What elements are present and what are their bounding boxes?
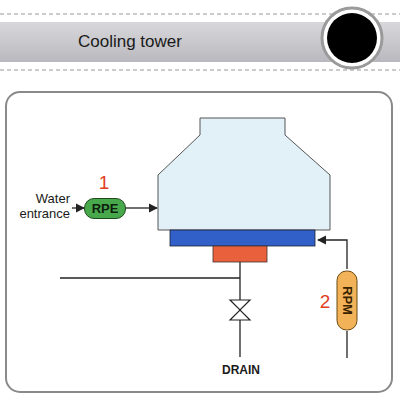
makeup-pipe [346,331,347,358]
sensor-label: RPM [340,286,355,315]
valve-symbol [230,300,250,310]
valve-symbol [230,310,250,320]
drain-pipe [239,320,240,357]
drain-label: DRAIN [222,364,260,378]
panel [6,92,392,392]
sensor-pill: RPM [337,270,358,330]
header-dot [327,13,377,63]
dashed-rule [0,70,400,71]
makeup-arrow [318,240,347,269]
tower-basin [170,230,315,246]
inlet-arrow [126,207,157,208]
sensor-pill: RPE [84,198,127,219]
header-ring [322,8,382,68]
callout-number: 1 [99,172,110,194]
outlet-pipe [60,277,240,278]
title: Cooling tower [78,32,182,52]
inlet-arrow [72,207,84,208]
callout-number: 2 [320,291,331,313]
inlet-label: Water entrance [10,192,70,222]
sensor-label: RPE [92,201,119,216]
tower-body [158,118,330,230]
drain-pipe [239,262,240,300]
tower-outlet [213,246,267,262]
